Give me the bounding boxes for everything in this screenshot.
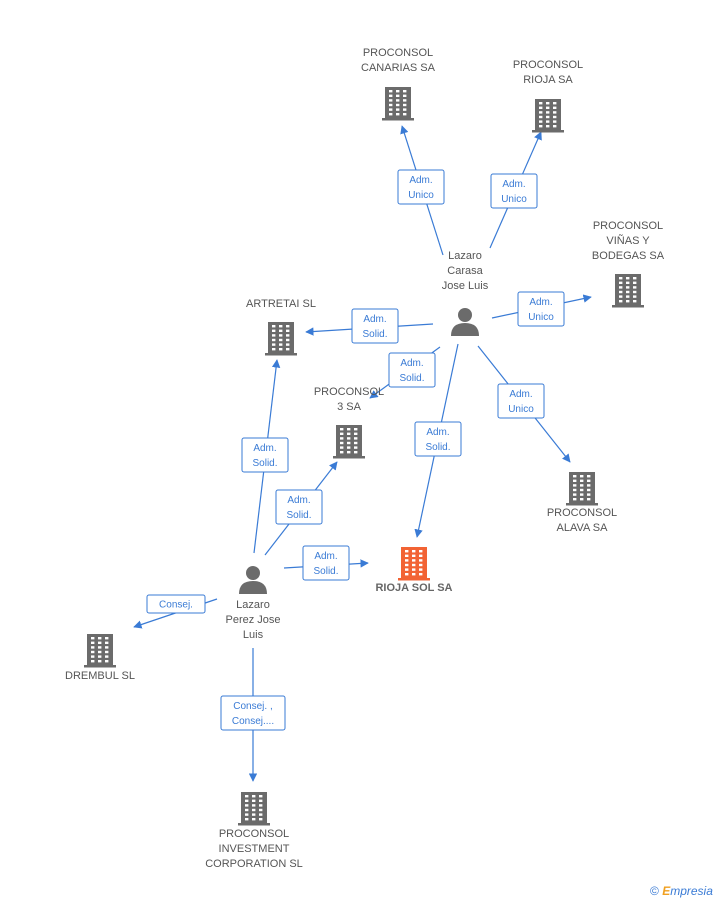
building-icon	[333, 425, 365, 459]
building-icon	[532, 99, 564, 133]
node-label: CANARIAS SA	[361, 62, 436, 74]
edge-perez-drembul: Consej.	[133, 594, 218, 629]
empresia-watermark: © Empresia	[650, 884, 713, 898]
edge-label-text: Adm.	[253, 443, 276, 454]
node-label: INVESTMENT	[219, 843, 290, 855]
node-proconsol-investment[interactable]: PROCONSOL INVESTMENT CORPORATION SL	[205, 792, 303, 870]
edge-perez-proconsol3: Adm. Solid.	[264, 461, 338, 556]
node-label: BODEGAS SA	[592, 250, 665, 262]
node-label: Lazaro	[236, 599, 270, 611]
node-artretai[interactable]: ARTRETAI SL	[246, 298, 316, 356]
node-label: PROCONSOL	[219, 828, 289, 840]
edge-label-text: Adm.	[426, 427, 449, 438]
node-label: CORPORATION SL	[205, 858, 303, 870]
node-proconsol-alava[interactable]: PROCONSOL ALAVA SA	[547, 472, 617, 534]
node-label: 3 SA	[337, 401, 362, 413]
edge-label-text: Adm.	[502, 179, 525, 190]
edge-label-text: Adm.	[509, 389, 532, 400]
node-proconsol-3[interactable]: PROCONSOL 3 SA	[314, 386, 384, 459]
edge-perez-artretai: Adm. Solid.	[241, 359, 289, 554]
edge-label-text: Solid.	[425, 442, 450, 453]
building-icon	[238, 792, 270, 826]
node-label: DREMBUL SL	[65, 670, 135, 682]
edge-label-text: Adm.	[287, 495, 310, 506]
edge-label-text: Solid.	[286, 510, 311, 521]
person-icon	[451, 308, 479, 336]
node-label: Carasa	[447, 265, 483, 277]
edge-label-text: Solid.	[252, 458, 277, 469]
edge-label-box[interactable]	[351, 308, 399, 344]
node-label: Perez Jose	[225, 614, 280, 626]
building-icon	[84, 634, 116, 668]
edge-label-box[interactable]	[302, 545, 350, 581]
edge-label-text: Adm.	[314, 551, 337, 562]
node-label: PROCONSOL	[593, 220, 663, 232]
copyright-symbol: ©	[650, 884, 659, 898]
node-label: PROCONSOL	[314, 386, 384, 398]
edge-carasa-artretai: Adm. Solid.	[305, 308, 434, 344]
node-label: ARTRETAI SL	[246, 298, 316, 310]
edge-carasa-alava: Adm. Unico	[477, 345, 571, 463]
edge-label-text: Consej.	[159, 600, 193, 611]
edge-label-box[interactable]	[275, 489, 323, 525]
node-drembul[interactable]: DREMBUL SL	[65, 634, 135, 682]
building-icon	[265, 322, 297, 356]
node-label: Luis	[243, 629, 264, 641]
node-label: PROCONSOL	[363, 47, 433, 59]
edge-label-text: Solid.	[313, 566, 338, 577]
edge-carasa-canarias: Adm. Unico	[397, 125, 445, 256]
edge-label-box[interactable]	[490, 173, 538, 209]
edge-label-text: Unico	[501, 194, 527, 205]
edge-label-text: Solid.	[362, 329, 387, 340]
edge-label-box[interactable]	[397, 169, 445, 205]
node-label: RIOJA SOL SA	[375, 582, 452, 594]
node-label: RIOJA SA	[523, 74, 573, 86]
node-proconsol-vinas[interactable]: PROCONSOL VIÑAS Y BODEGAS SA	[592, 220, 665, 308]
brand-name: mpresia	[670, 884, 713, 898]
edge-label-box[interactable]	[517, 291, 565, 327]
building-icon	[398, 547, 430, 581]
edge-label-box[interactable]	[146, 594, 206, 614]
person-icon	[239, 566, 267, 594]
node-label: ALAVA SA	[557, 522, 609, 534]
node-proconsol-canarias[interactable]: PROCONSOL CANARIAS SA	[361, 47, 436, 121]
edge-label-box[interactable]	[388, 352, 436, 388]
edge-perez-riojasol: Adm. Solid.	[283, 545, 369, 581]
edge-label-text: Adm.	[400, 358, 423, 369]
edge-label-text: Adm.	[409, 175, 432, 186]
edge-label-text: Unico	[528, 312, 554, 323]
edge-carasa-rioja: Adm. Unico	[489, 131, 542, 249]
edge-label-box[interactable]	[414, 421, 462, 457]
edge-label-text: Solid.	[399, 373, 424, 384]
edge-label-text: Unico	[408, 190, 434, 201]
node-label: VIÑAS Y	[606, 234, 650, 247]
edge-label-text: Consej....	[232, 716, 274, 727]
edge-carasa-riojasol: Adm. Solid.	[414, 343, 462, 538]
edge-label-box[interactable]	[220, 695, 286, 731]
edge-label-text: Adm.	[363, 314, 386, 325]
edge-carasa-vinas: Adm. Unico	[491, 291, 592, 327]
edge-label-text: Consej. ,	[233, 701, 272, 712]
edge-label-text: Unico	[508, 404, 534, 415]
edge-label-text: Adm.	[529, 297, 552, 308]
building-icon	[566, 472, 598, 506]
node-rioja-sol[interactable]: RIOJA SOL SA	[375, 547, 453, 594]
node-label: Lazaro	[448, 250, 482, 262]
edge-label-box[interactable]	[497, 383, 545, 419]
node-label: PROCONSOL	[513, 59, 583, 71]
edge-label-box[interactable]	[241, 437, 289, 473]
node-label: PROCONSOL	[547, 507, 617, 519]
building-icon	[382, 87, 414, 121]
edge-perez-investment: Consej. , Consej....	[220, 648, 286, 782]
node-label: Jose Luis	[442, 280, 489, 292]
node-proconsol-rioja[interactable]: PROCONSOL RIOJA SA	[513, 59, 583, 133]
brand-initial: E	[662, 884, 671, 898]
edge-carasa-proconsol3: Adm. Solid.	[369, 346, 441, 399]
building-icon	[612, 274, 644, 308]
